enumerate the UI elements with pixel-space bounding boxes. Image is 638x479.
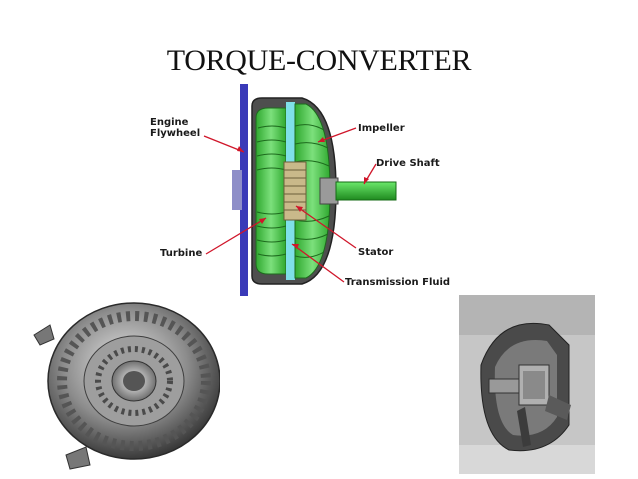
turbine-vanes [255,107,287,275]
slide-title: TORQUE-CONVERTER [166,44,472,77]
turbine-vane-lines [256,125,287,257]
stator-core [283,161,307,221]
label-turbine: Turbine [160,248,203,259]
label-engine-flywheel: Engine Flywheel [150,117,200,139]
converter-hub [319,177,339,205]
flywheel-hub [232,170,242,210]
torque-converter-diagram: Engine Flywheel Impeller Drive Shaft Tur… [140,78,470,308]
leader-lines [203,127,377,283]
leader-arrowheads [237,137,369,249]
drive-shaft [335,181,397,201]
label-impeller: Impeller [358,123,405,134]
label-stator: Stator [358,247,394,258]
cutaway-photo-drawing [459,295,595,474]
engine-flywheel-plate [240,84,248,296]
impeller-vane-lines [294,124,330,258]
cutaway-photo [459,295,595,474]
label-transmission-fluid: Transmission Fluid [345,277,451,288]
label-engine-flywheel-text: Engine Flywheel [150,117,201,139]
torque-converter-photo [30,295,221,470]
label-drive-shaft: Drive Shaft [376,158,440,169]
diagram-drawing [203,84,397,296]
torque-converter-photo-drawing [33,302,221,470]
